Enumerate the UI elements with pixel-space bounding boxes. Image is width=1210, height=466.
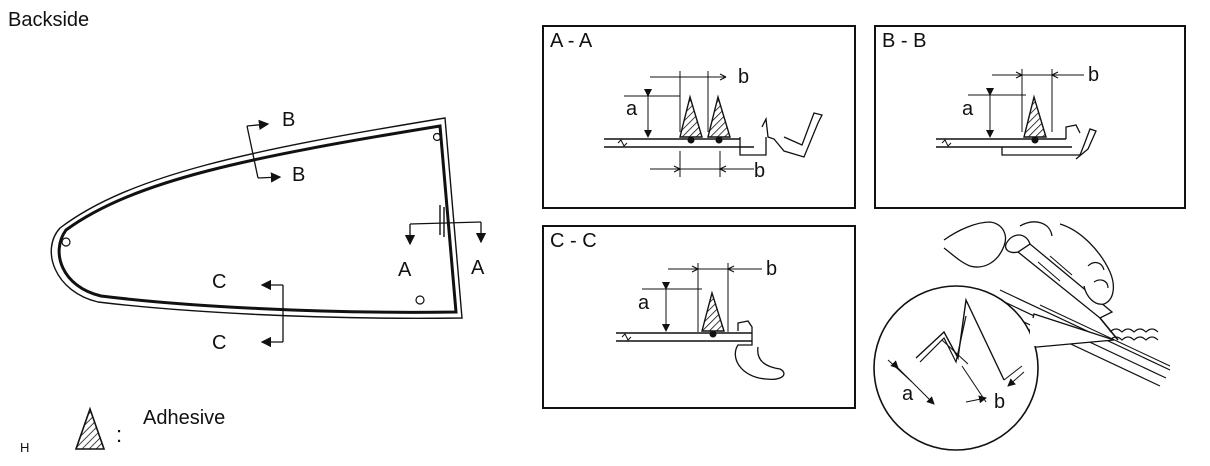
panel-title-cc: C - C xyxy=(550,230,597,252)
magnified-detail-circle xyxy=(873,285,1039,451)
section-drawing-aa xyxy=(604,71,823,177)
dim-label-b-top-aa: b xyxy=(738,66,750,88)
section-label-a-left: A xyxy=(398,259,412,281)
dim-label-b-bottom-aa: b xyxy=(754,160,766,182)
section-label-a-right: A xyxy=(471,257,485,279)
section-panel-bb: B - B b a xyxy=(874,25,1186,209)
quarter-glass-diagram xyxy=(50,117,487,348)
dim-label-a-aa: a xyxy=(626,98,638,120)
mount-hole-top xyxy=(432,132,442,142)
section-label-b-top: B xyxy=(282,109,296,131)
section-label-c-top: C xyxy=(212,271,227,293)
section-drawing-bb xyxy=(936,69,1097,160)
dim-label-a-cc: a xyxy=(638,292,650,314)
detail-dim-label-b: b xyxy=(994,391,1006,413)
mount-hole-front xyxy=(61,237,71,247)
dim-label-b-cc: b xyxy=(766,258,778,280)
page-title: Backside xyxy=(8,9,90,31)
adhesive-legend-symbol xyxy=(74,406,106,450)
section-panel-aa: A - A b a b xyxy=(542,25,856,209)
mount-hole-rear xyxy=(415,295,425,305)
panel-title-bb: B - B xyxy=(882,30,927,52)
legend-label: Adhesive xyxy=(143,407,226,429)
section-line-b xyxy=(246,125,259,179)
dim-label-a-bb: a xyxy=(962,98,974,120)
detail-dim-label-a: a xyxy=(902,383,914,405)
section-label-c-bottom: C xyxy=(212,332,227,354)
panel-title-aa: A - A xyxy=(550,30,593,52)
figure-code: H xyxy=(20,440,30,455)
section-drawing-cc xyxy=(616,263,785,380)
section-label-b-bottom: B xyxy=(292,164,306,186)
section-line-a xyxy=(409,221,482,225)
section-panel-cc: C - C b a xyxy=(542,225,856,409)
dim-label-b-bb: b xyxy=(1088,64,1100,86)
legend-separator: : xyxy=(116,422,123,447)
